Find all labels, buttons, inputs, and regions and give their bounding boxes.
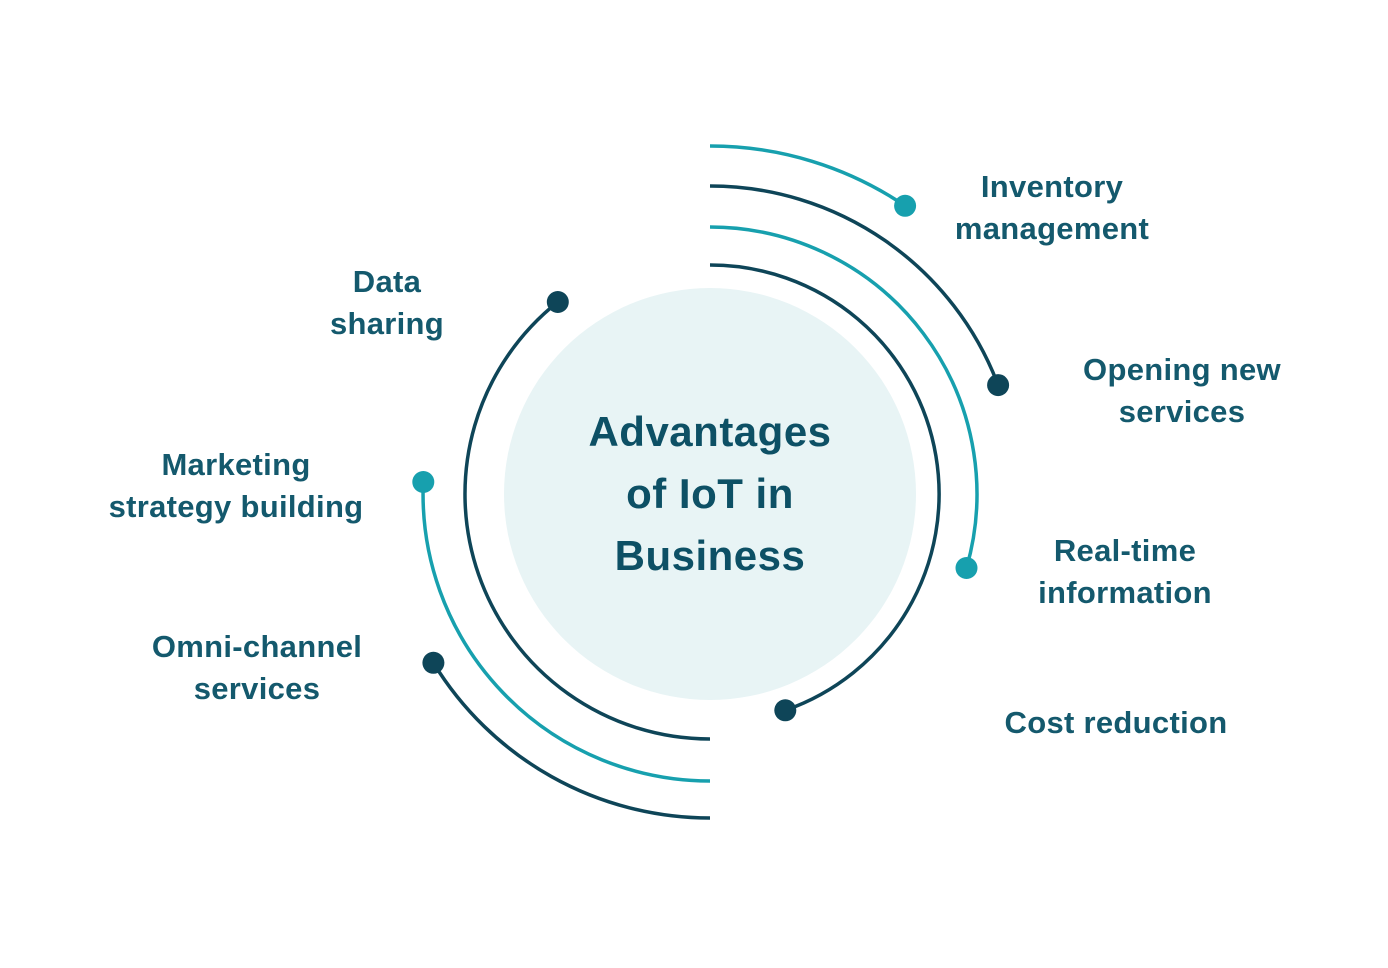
dot-1 <box>987 374 1010 397</box>
arc-6 <box>431 661 711 820</box>
dot-4 <box>546 291 569 313</box>
dot-0 <box>894 194 917 217</box>
arc-1 <box>709 184 1000 386</box>
dot-3 <box>774 699 797 722</box>
dot-2 <box>955 557 978 579</box>
arc-2 <box>709 225 979 569</box>
label-inventory-management: Inventory management <box>954 169 1150 246</box>
arc-5 <box>421 481 711 783</box>
dot-6 <box>422 651 445 674</box>
label-omni-channel-services: Omni-channel services <box>151 629 363 706</box>
label-opening-new-services: Opening new services <box>1083 352 1281 429</box>
label-cost-reduction: Cost reduction <box>1004 705 1228 740</box>
arc-4 <box>463 300 711 741</box>
label-real-time-information: Real-time information <box>1038 533 1212 610</box>
center-circle <box>504 288 916 700</box>
label-data-sharing: Data sharing <box>329 264 445 341</box>
dot-5 <box>412 471 435 493</box>
label-marketing-strategy-building: Marketing strategy building <box>108 447 364 524</box>
arc-0 <box>709 144 907 208</box>
diagram-title: Advantages of IoT in Business <box>588 408 832 579</box>
arc-3 <box>709 263 941 712</box>
